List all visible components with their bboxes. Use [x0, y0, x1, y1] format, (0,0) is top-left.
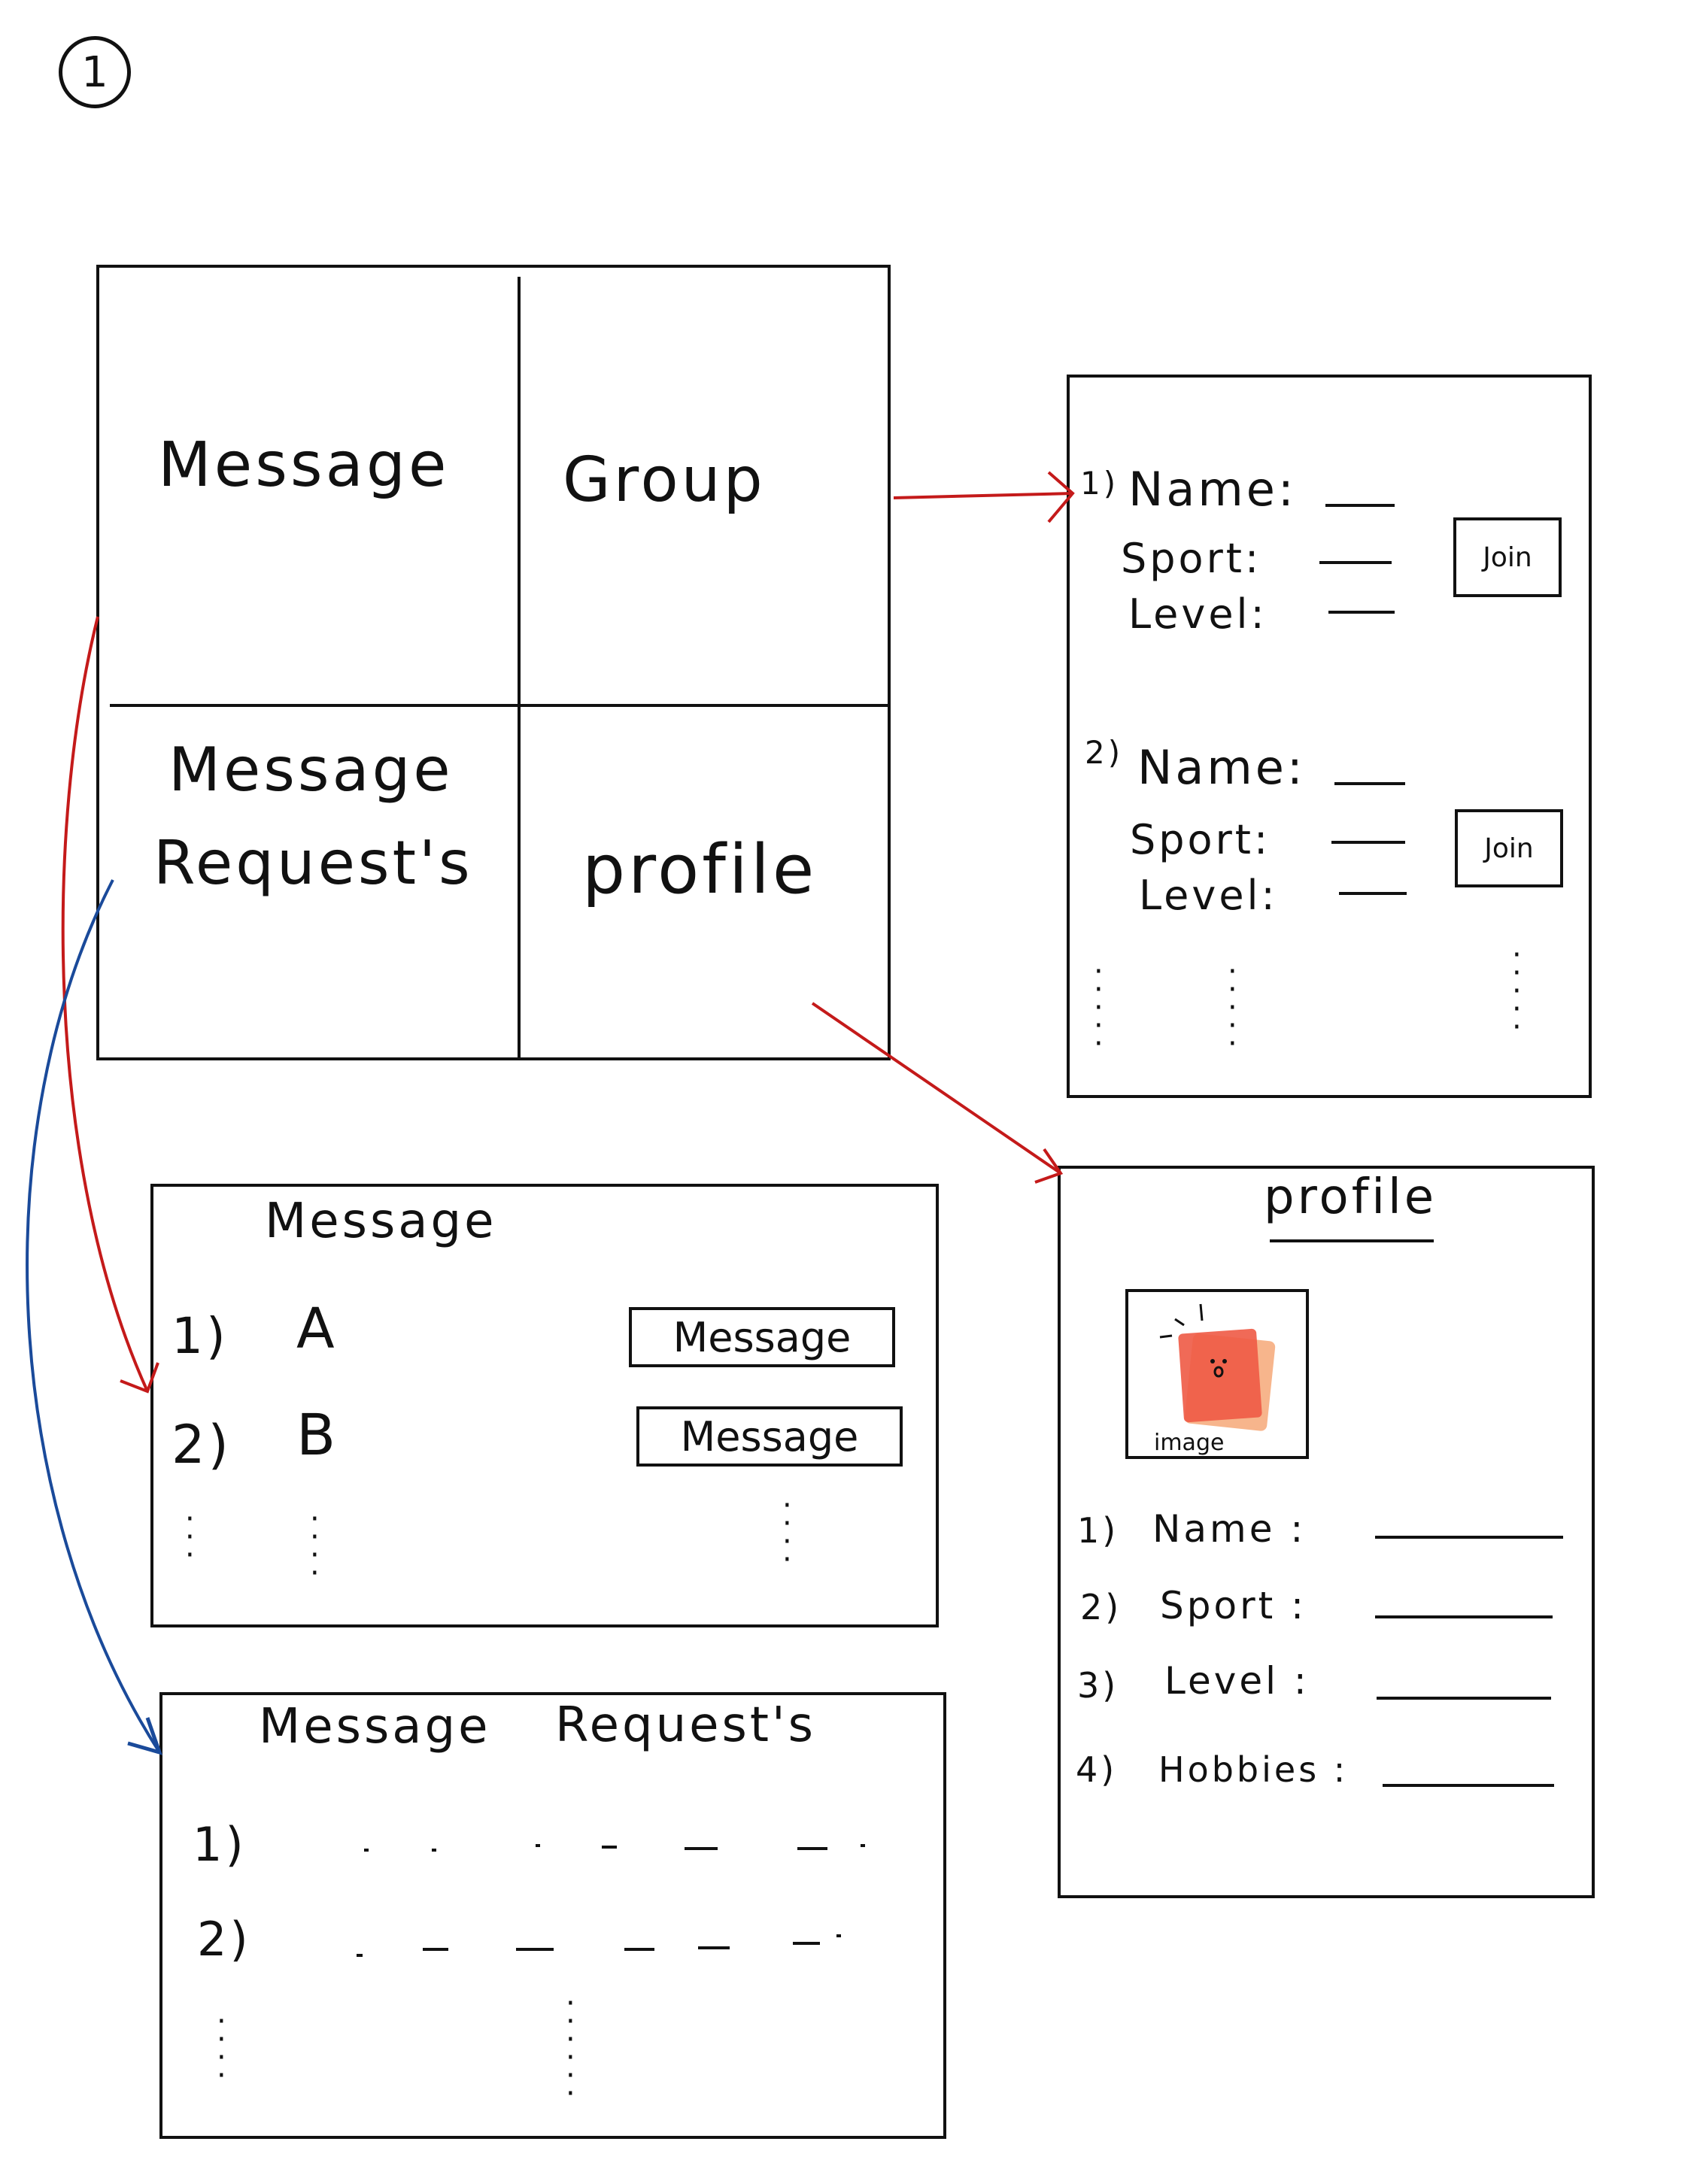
page-number-badge: 1: [59, 36, 131, 108]
message-entry-number: 2): [172, 1414, 232, 1476]
menu-horizontal-divider: [110, 704, 889, 707]
group-name-value-blank: [1325, 504, 1395, 507]
main-menu-grid: [96, 265, 891, 1060]
arrow-head: [127, 1717, 162, 1755]
message-panel-title: Message: [265, 1194, 497, 1249]
profile-field-value-blank: [1383, 1784, 1554, 1787]
continuation-dots: ·····: [1228, 954, 1237, 1061]
requests-title-left: Message: [259, 1699, 491, 1755]
group-name-label: Name:: [1137, 740, 1306, 795]
menu-item-group[interactable]: Group: [563, 444, 766, 516]
join-button[interactable]: Join: [1453, 517, 1562, 597]
continuation-dots: ····: [782, 1488, 792, 1577]
continuation-dots: ····: [217, 2004, 226, 2093]
profile-field-number: 4): [1076, 1749, 1118, 1790]
profile-field-number: 1): [1077, 1510, 1119, 1551]
continuation-dots: ······: [566, 1986, 575, 2111]
group-sport-value-blank: [1319, 561, 1392, 564]
continuation-dots: ···: [185, 1502, 195, 1573]
page-number: 1: [81, 47, 108, 97]
profile-field-label: Hobbies :: [1158, 1749, 1349, 1790]
group-level-value-blank: [1339, 892, 1407, 895]
continuation-dots: ····: [310, 1502, 320, 1591]
group-name-value-blank: [1334, 782, 1405, 785]
message-contact-name: B: [296, 1401, 339, 1468]
group-level-value-blank: [1328, 611, 1395, 614]
requests-title-right: Request's: [555, 1697, 816, 1753]
profile-field-value-blank: [1375, 1536, 1563, 1539]
profile-panel: [1058, 1166, 1595, 1898]
message-button-label: Message: [672, 1313, 852, 1361]
group-name-label: Name:: [1128, 462, 1297, 517]
message-requests-panel: [159, 1692, 946, 2139]
profile-field-value-blank: [1377, 1697, 1551, 1700]
profile-field-value-blank: [1375, 1615, 1553, 1618]
profile-panel-title: profile: [1264, 1169, 1438, 1225]
join-button[interactable]: Join: [1455, 809, 1563, 887]
profile-field-number: 2): [1080, 1587, 1122, 1627]
join-button-label: Join: [1484, 833, 1534, 864]
group-list-panel: [1067, 375, 1592, 1098]
message-button[interactable]: Message: [629, 1307, 895, 1367]
group-sport-label: Sport:: [1121, 535, 1262, 582]
continuation-dots: ·····: [1094, 954, 1104, 1061]
menu-item-message[interactable]: Message: [158, 429, 450, 501]
message-button[interactable]: Message: [636, 1406, 903, 1467]
menu-item-message-requests-line1: Message: [168, 735, 454, 805]
profile-image-caption: image: [1154, 1430, 1225, 1456]
join-button-label: Join: [1483, 541, 1532, 573]
message-button-label: Message: [680, 1412, 859, 1461]
arrow-head: [1034, 1148, 1064, 1184]
profile-field-label: Level :: [1164, 1659, 1310, 1703]
request-entry-number: 1): [193, 1817, 247, 1872]
group-sport-label: Sport:: [1130, 816, 1271, 863]
group-level-label: Level:: [1139, 872, 1278, 919]
group-sport-value-blank: [1331, 841, 1405, 844]
message-list-panel: [150, 1184, 939, 1627]
profile-image-icon: [1159, 1303, 1276, 1431]
message-entry-number: 1): [172, 1307, 229, 1365]
group-entry-number: 1): [1080, 465, 1119, 502]
continuation-dots: ·····: [1512, 938, 1522, 1045]
profile-field-label: Name :: [1152, 1507, 1307, 1551]
menu-item-profile[interactable]: profile: [582, 830, 818, 909]
menu-item-message-requests[interactable]: Message Request's: [150, 737, 496, 910]
request-entry-number: 2): [197, 1912, 251, 1967]
profile-field-label: Sport :: [1160, 1584, 1307, 1627]
menu-item-message-requests-line2: Request's: [153, 828, 473, 898]
arrow-group-to-list: [893, 492, 1073, 499]
menu-vertical-divider: [518, 277, 521, 1060]
group-level-label: Level:: [1128, 590, 1268, 638]
message-contact-name: A: [296, 1297, 338, 1361]
profile-image-frame[interactable]: image: [1125, 1289, 1309, 1459]
profile-field-number: 3): [1077, 1665, 1119, 1706]
profile-title-underline: [1270, 1239, 1434, 1242]
group-entry-number: 2): [1085, 734, 1124, 771]
